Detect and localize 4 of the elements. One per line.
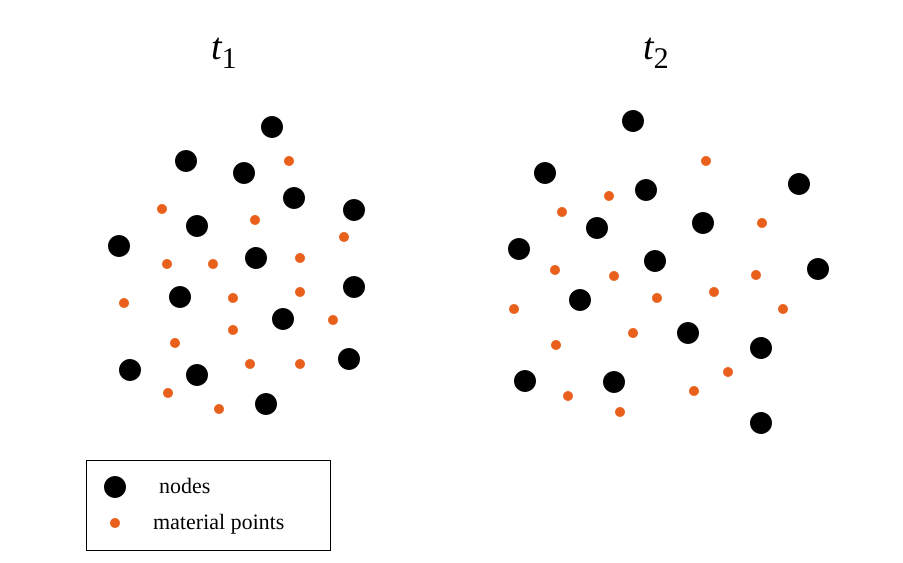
legend-label: nodes [159, 475, 210, 497]
time-label: t$_{2}$ [643, 28, 669, 74]
legend-label: material points [153, 511, 284, 533]
time-label: t$_{1}$ [211, 28, 237, 74]
